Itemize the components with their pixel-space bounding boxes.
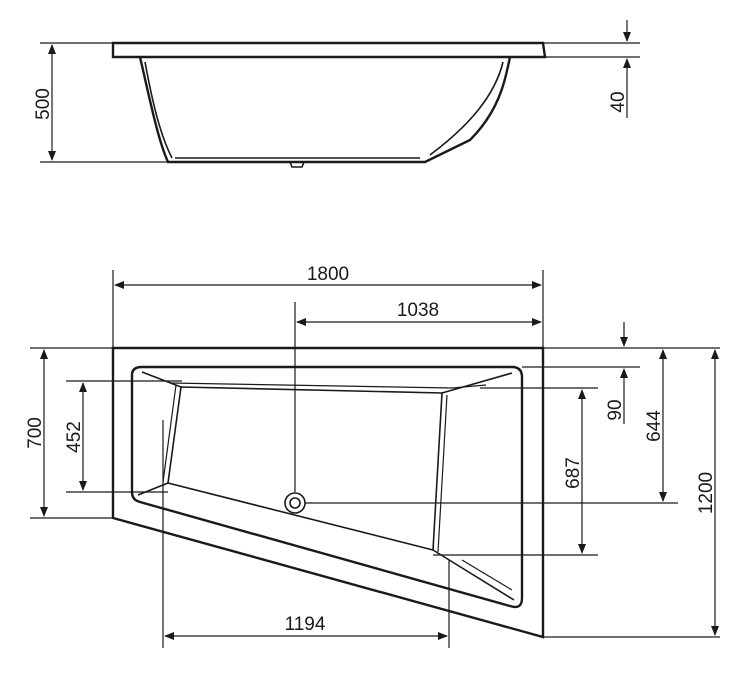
- dim-label-height-700: 700: [25, 417, 46, 449]
- side-view-rim: [111, 41, 547, 59]
- dim-label-length-1800: 1800: [307, 264, 349, 285]
- dim-label-height-500: 500: [33, 88, 54, 120]
- top-view: 1800 1038 1194 700 452 90 644: [25, 264, 720, 648]
- dim-label-rim-90: 90: [605, 399, 626, 420]
- dim-label-drain-offset-1038: 1038: [397, 300, 439, 321]
- dim-label-inner-644: 644: [644, 410, 665, 442]
- drain-outer-circle: [284, 492, 306, 514]
- dim-label-rim-40: 40: [608, 91, 629, 112]
- dim-label-drain-687: 687: [563, 457, 584, 489]
- dim-label-span-1194: 1194: [285, 614, 326, 635]
- side-view-inner-left: [144, 61, 173, 159]
- dim-label-width-1200: 1200: [696, 472, 717, 514]
- drain-inner-circle: [289, 497, 301, 509]
- top-view-outer-rim: [111, 346, 545, 639]
- dim-label-inner-452: 452: [64, 421, 85, 453]
- side-view-drain: [289, 161, 305, 168]
- side-view-inner-right: [429, 61, 504, 156]
- top-view-basin: [167, 386, 443, 552]
- side-view-tub-body: [138, 56, 512, 164]
- side-view: 500 40: [33, 20, 640, 168]
- top-view-inner-rim: [130, 365, 524, 609]
